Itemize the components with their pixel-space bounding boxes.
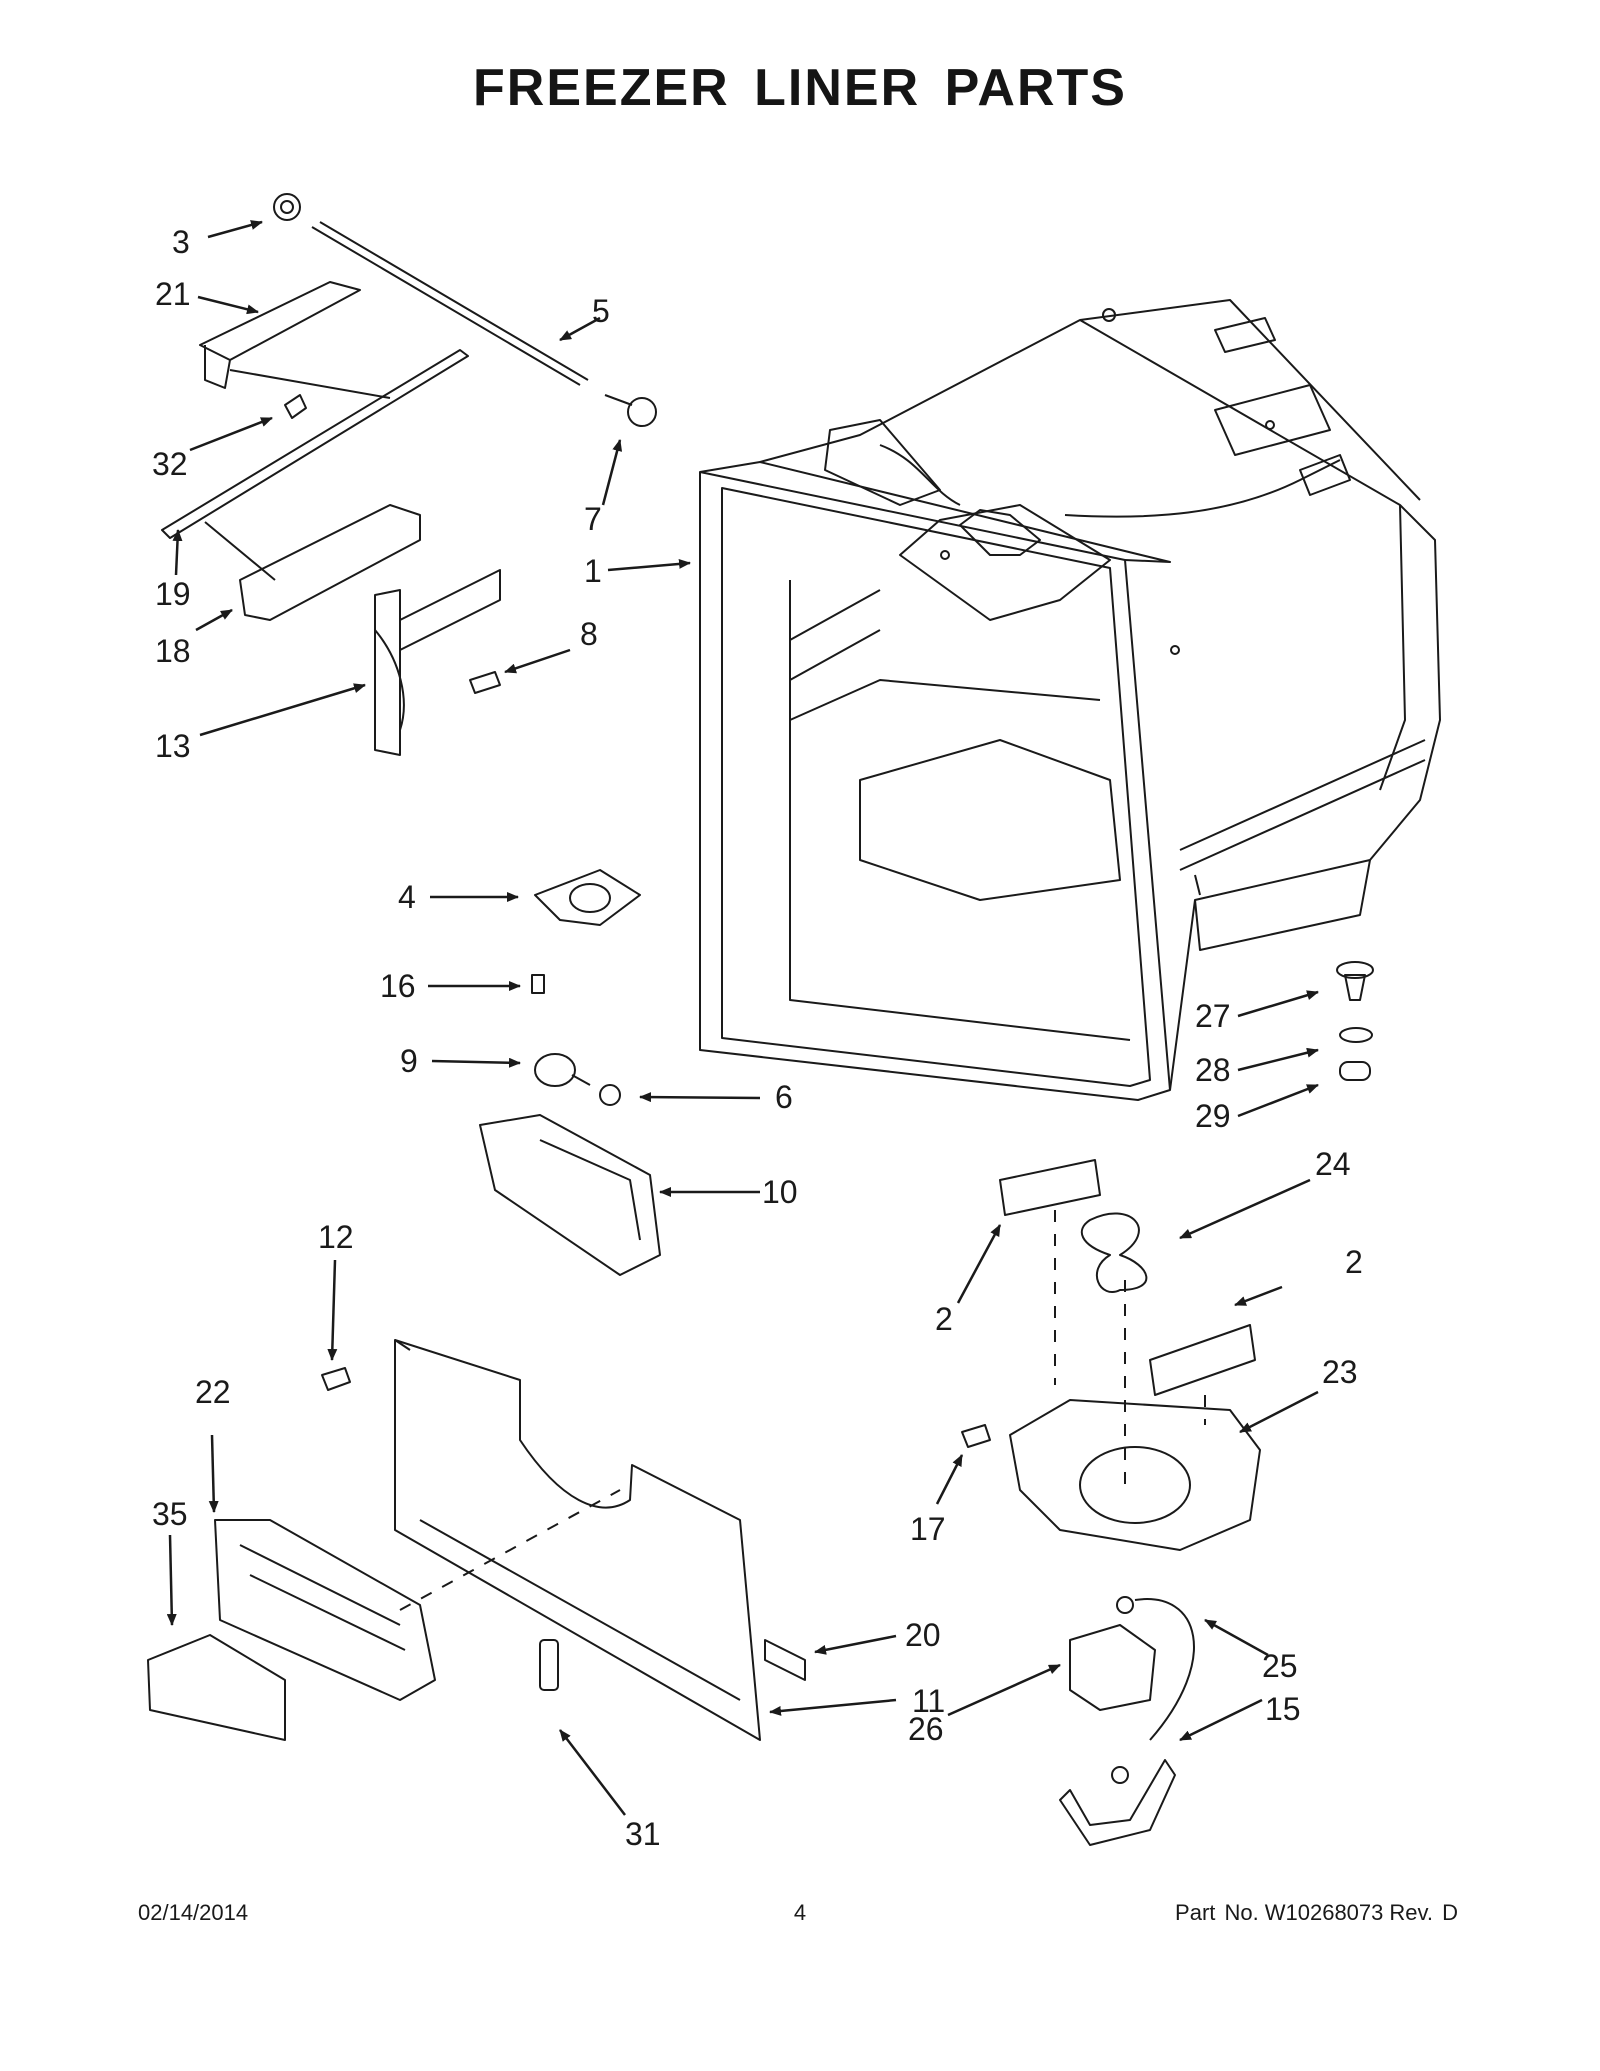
part-label: Part No. bbox=[1175, 1900, 1259, 1925]
callout-3: 3 bbox=[172, 224, 190, 260]
footer-page-number: 4 bbox=[793, 1900, 807, 1925]
callout-18: 18 bbox=[155, 633, 191, 669]
callout-11: 11 bbox=[912, 1683, 945, 1719]
callout-13: 13 bbox=[155, 728, 191, 764]
callout-12: 12 bbox=[318, 1219, 354, 1255]
callout-16: 16 bbox=[380, 968, 416, 1004]
part-number: W10268073 bbox=[1264, 1900, 1384, 1925]
callout-8: 8 bbox=[580, 616, 598, 652]
callout-21: 21 bbox=[155, 276, 191, 312]
callout-6: 6 bbox=[775, 1079, 793, 1115]
revision: Rev. D bbox=[1389, 1900, 1458, 1925]
leader-arrows bbox=[166, 220, 1319, 1816]
callout-15: 15 bbox=[1265, 1691, 1301, 1727]
gear-drawing bbox=[273, 193, 301, 221]
callout-10: 10 bbox=[762, 1174, 798, 1210]
callout-20: 20 bbox=[905, 1617, 941, 1653]
callout-1: 1 bbox=[584, 553, 602, 589]
callout-2: 2 bbox=[935, 1301, 953, 1337]
callout-29: 29 bbox=[1195, 1098, 1231, 1134]
callout-7: 7 bbox=[584, 501, 602, 537]
callout-25: 25 bbox=[1262, 1648, 1298, 1684]
callout-5: 5 bbox=[592, 293, 610, 329]
callout-23: 23 bbox=[1322, 1354, 1358, 1390]
callout-19: 19 bbox=[155, 576, 191, 612]
footer-date: 02/14/2014 bbox=[138, 1900, 249, 1925]
callout-9: 9 bbox=[400, 1043, 418, 1079]
callout-32: 32 bbox=[152, 446, 188, 482]
freezer-liner-drawing bbox=[699, 299, 1441, 1101]
callout-28: 28 bbox=[1195, 1052, 1231, 1088]
callout-2: 2 bbox=[1345, 1244, 1363, 1280]
callout-26: 26 bbox=[908, 1711, 944, 1747]
callout-27: 27 bbox=[1195, 998, 1231, 1034]
callout-31: 31 bbox=[625, 1816, 661, 1852]
callout-22: 22 bbox=[195, 1374, 231, 1410]
callout-17: 17 bbox=[910, 1511, 946, 1547]
callout-35: 35 bbox=[152, 1496, 188, 1532]
callout-labels: 3 21 5 32 7 19 1 18 8 13 4 16 27 9 28 6 … bbox=[152, 224, 1363, 1852]
callout-24: 24 bbox=[1315, 1146, 1351, 1182]
callout-4: 4 bbox=[398, 879, 416, 915]
page-title: FREEZER LINER PARTS bbox=[473, 59, 1127, 117]
